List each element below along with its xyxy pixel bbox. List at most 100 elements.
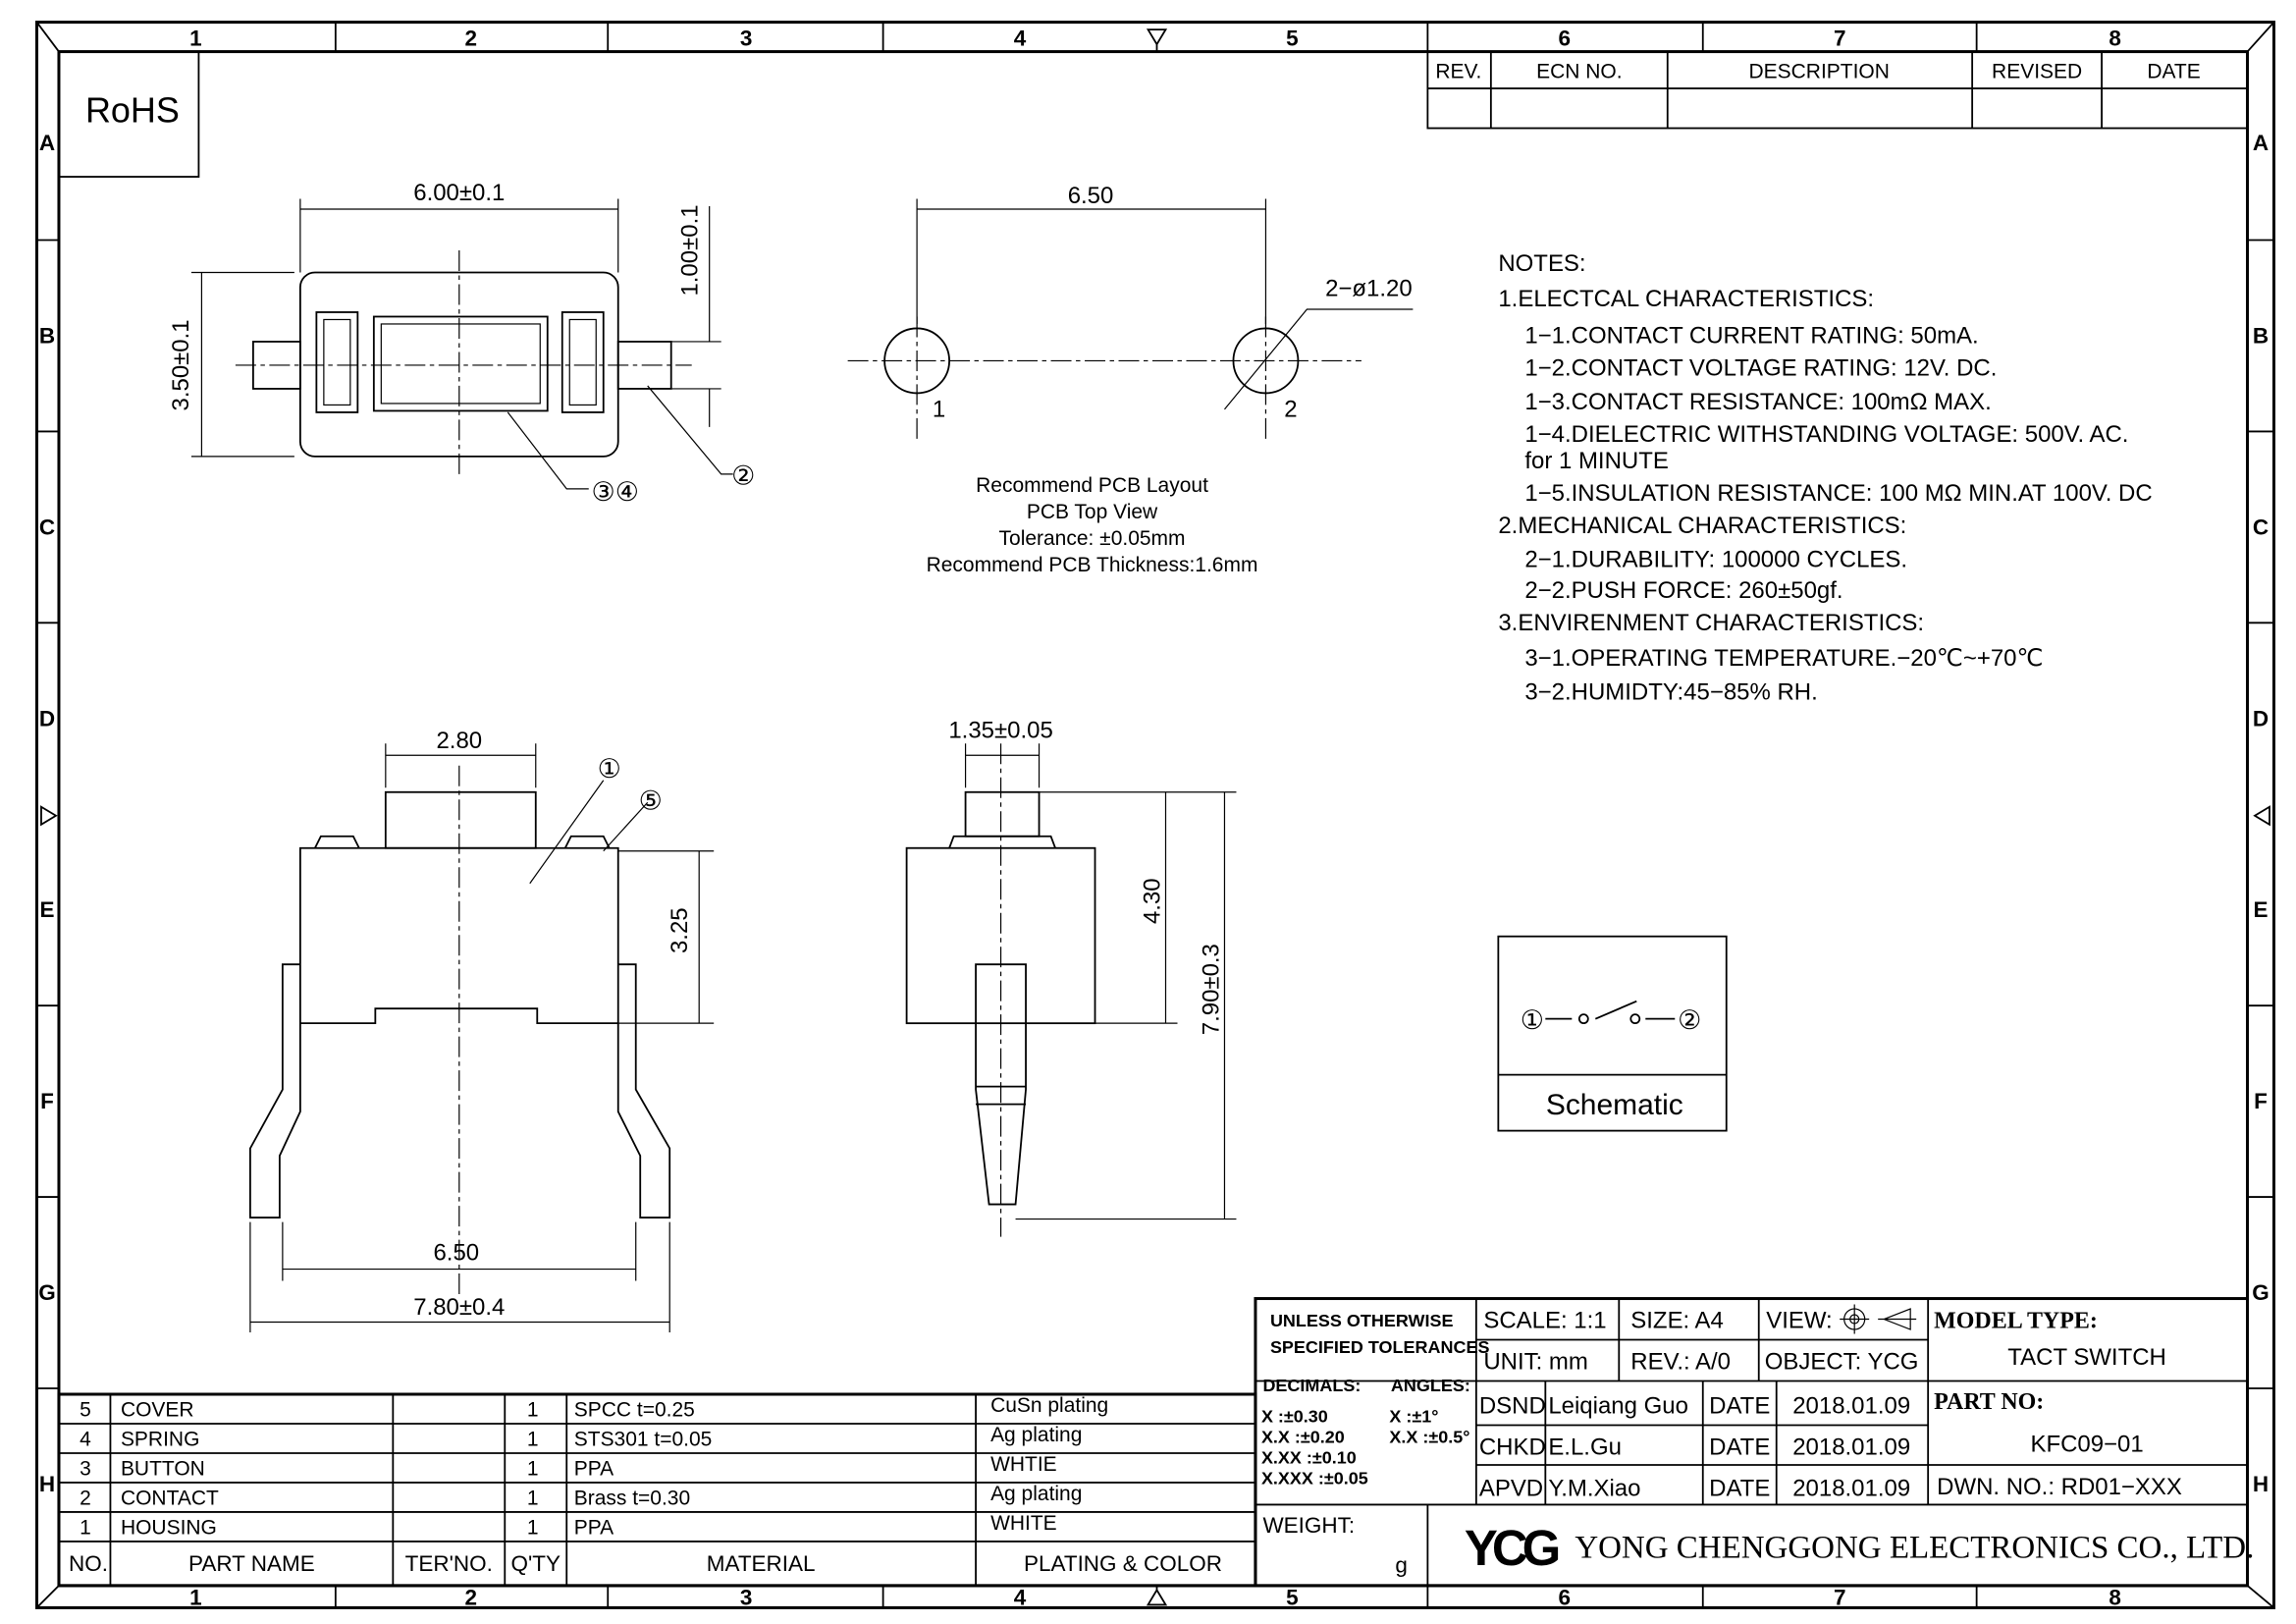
rev-header: REV.: [1435, 61, 1481, 83]
bom-header-qty: Q'TY: [511, 1551, 561, 1576]
model-type-value: TACT SWITCH: [2007, 1344, 2166, 1371]
bom-row-plating: Ag plating: [990, 1424, 1082, 1446]
grid-row-label: B: [2253, 323, 2269, 348]
sign-name: E.L.Gu: [1548, 1434, 1622, 1460]
grid-col-label: 1: [189, 1585, 202, 1609]
decimal-tolerance: X.X :±0.20: [1261, 1427, 1345, 1446]
notes-title: NOTES:: [1498, 250, 1585, 277]
grid-col-label: 6: [1559, 27, 1572, 51]
part-no-value: KFC09−01: [2030, 1431, 2143, 1457]
pin1-label: 1: [933, 396, 945, 422]
scale-value: SCALE: 1:1: [1483, 1308, 1606, 1334]
note-line: 2−2.PUSH FORCE: 260±50gf.: [1524, 577, 1842, 604]
schematic-pin1: ①: [1521, 1005, 1544, 1035]
bom-header-no: NO.: [69, 1551, 108, 1576]
note-line: 2−1.DURABILITY: 100000 CYCLES.: [1524, 546, 1907, 572]
note-line: 1−3.CONTACT RESISTANCE: 100mΩ MAX.: [1524, 389, 1991, 415]
unit-value: UNIT: mm: [1483, 1349, 1588, 1376]
bom-header-plating: PLATING & COLOR: [1024, 1551, 1222, 1576]
grid-col-label: 8: [2109, 27, 2121, 51]
grid-col-label: 7: [1834, 1585, 1846, 1609]
ecn-header: ECN NO.: [1536, 61, 1622, 83]
notes: NOTES: 1.ELECTCAL CHARACTERISTICS: 1−1.CO…: [1498, 250, 2152, 705]
bom-row-no: 5: [80, 1398, 91, 1421]
view-label: VIEW:: [1766, 1308, 1832, 1334]
angles-label: ANGLES:: [1391, 1376, 1470, 1395]
dim-body: 4.30: [1139, 878, 1165, 924]
note-line: 2.MECHANICAL CHARACTERISTICS:: [1498, 513, 1906, 539]
bom-row-plating: CuSn plating: [990, 1394, 1108, 1417]
dim-button-width: 1.35±0.05: [948, 717, 1052, 743]
bom-header-material: MATERIAL: [707, 1551, 816, 1576]
rohs-label: RoHS: [85, 90, 180, 131]
grid-row-label: D: [39, 706, 55, 731]
bom-row-part-name: SPRING: [121, 1428, 199, 1450]
grid-col-label: 4: [1014, 1585, 1027, 1609]
sign-name: Y.M.Xiao: [1548, 1475, 1640, 1501]
grid-col-label: 3: [740, 27, 753, 51]
sign-date: 2018.01.09: [1792, 1434, 1910, 1460]
title-block: UNLESS OTHERWISE SPECIFIED TOLERANCES DE…: [1254, 1297, 2254, 1588]
dim-button: 2.80: [436, 728, 482, 754]
grid-col-label: 4: [1014, 27, 1027, 51]
dim-overall-width: 7.80±0.4: [413, 1294, 505, 1321]
bom-table: NO. PART NAME TER'NO. Q'TY MATERIAL PLAT…: [57, 1392, 1257, 1588]
grid-row-label: F: [40, 1089, 54, 1113]
callout-2: ②: [731, 460, 755, 490]
grid-labels: 1 2 3 4 5 6 7 8 1 2 3 4 5 6 7 8 A B C D …: [38, 27, 2269, 1610]
bom-row-qty: 1: [527, 1516, 539, 1539]
dim-hole: 2−ø1.20: [1325, 275, 1413, 301]
drawing-number: DWN. NO.: RD01−XXX: [1937, 1474, 2182, 1500]
pin2-label: 2: [1284, 396, 1297, 422]
revised-header: REVISED: [1992, 61, 2082, 83]
bom-row-material: STS301 t=0.05: [574, 1428, 713, 1450]
bom-row-material: Brass t=0.30: [574, 1487, 690, 1509]
dim-lead: 1.00±0.1: [677, 204, 704, 296]
note-line: for 1 MINUTE: [1524, 448, 1668, 474]
dim-width: 6.00±0.1: [413, 180, 505, 206]
bom-row-material: PPA: [574, 1516, 614, 1539]
grid-col-label: 8: [2109, 1585, 2121, 1609]
sign-date: 2018.01.09: [1792, 1475, 1910, 1501]
note-line: 3.ENVIRENMENT CHARACTERISTICS:: [1498, 610, 1924, 636]
sign-date-label: DATE: [1709, 1434, 1770, 1460]
bom-row-part-name: BUTTON: [121, 1457, 205, 1480]
grid-row-label: G: [38, 1280, 56, 1305]
grid-row-label: B: [39, 323, 55, 348]
bom-header-ter-no: TER'NO.: [405, 1551, 493, 1576]
sign-role: DSND: [1479, 1392, 1546, 1419]
part-no-label: PART NO:: [1934, 1389, 2044, 1415]
outer-frame: [34, 21, 2276, 1609]
bom-row-qty: 1: [527, 1457, 539, 1480]
grid-col-label: 6: [1559, 1585, 1572, 1609]
pcb-caption: Recommend PCB Thickness:1.6mm: [927, 554, 1258, 576]
side-view-drawing: 1.35±0.05 4.30 7.90±0.3: [905, 717, 1237, 1237]
angle-tolerance: X.X :±0.5°: [1389, 1427, 1469, 1446]
grid-col-label: 5: [1286, 1585, 1299, 1609]
bom-row-plating: WHITE: [990, 1512, 1057, 1535]
bom-row-qty: 1: [527, 1428, 539, 1450]
date-header: DATE: [2147, 61, 2200, 83]
grid-row-label: C: [2253, 514, 2269, 539]
decimals-label: DECIMALS:: [1262, 1376, 1361, 1395]
model-type-label: MODEL TYPE:: [1934, 1309, 2098, 1334]
note-line: 1−1.CONTACT CURRENT RATING: 50mA.: [1524, 322, 1978, 349]
bom-row-qty: 1: [527, 1398, 539, 1421]
projection-symbol-icon: [1840, 1304, 1917, 1334]
dim-overall-height: 7.90±0.3: [1198, 944, 1224, 1035]
dim-height: 3.50±0.1: [168, 319, 194, 410]
size-value: SIZE: A4: [1630, 1308, 1724, 1334]
grid-row-label: E: [39, 897, 54, 922]
note-line: 3−2.HUMIDTY:45−85% RH.: [1524, 678, 1817, 705]
note-line: 1.ELECTCAL CHARACTERISTICS:: [1498, 286, 1874, 312]
rev-value: REV.: A/0: [1630, 1349, 1731, 1376]
bom-header-part-name: PART NAME: [188, 1551, 315, 1576]
bom-row-no: 1: [80, 1516, 91, 1539]
grid-col-label: 3: [740, 1585, 753, 1609]
decimal-tolerance: X :±0.30: [1261, 1406, 1328, 1426]
tolerance-title: SPECIFIED TOLERANCES: [1270, 1337, 1490, 1357]
schematic-label: Schematic: [1546, 1089, 1683, 1121]
bom-row-no: 3: [80, 1457, 91, 1480]
bom-row-part-name: COVER: [121, 1398, 194, 1421]
grid-col-label: 2: [465, 27, 478, 51]
